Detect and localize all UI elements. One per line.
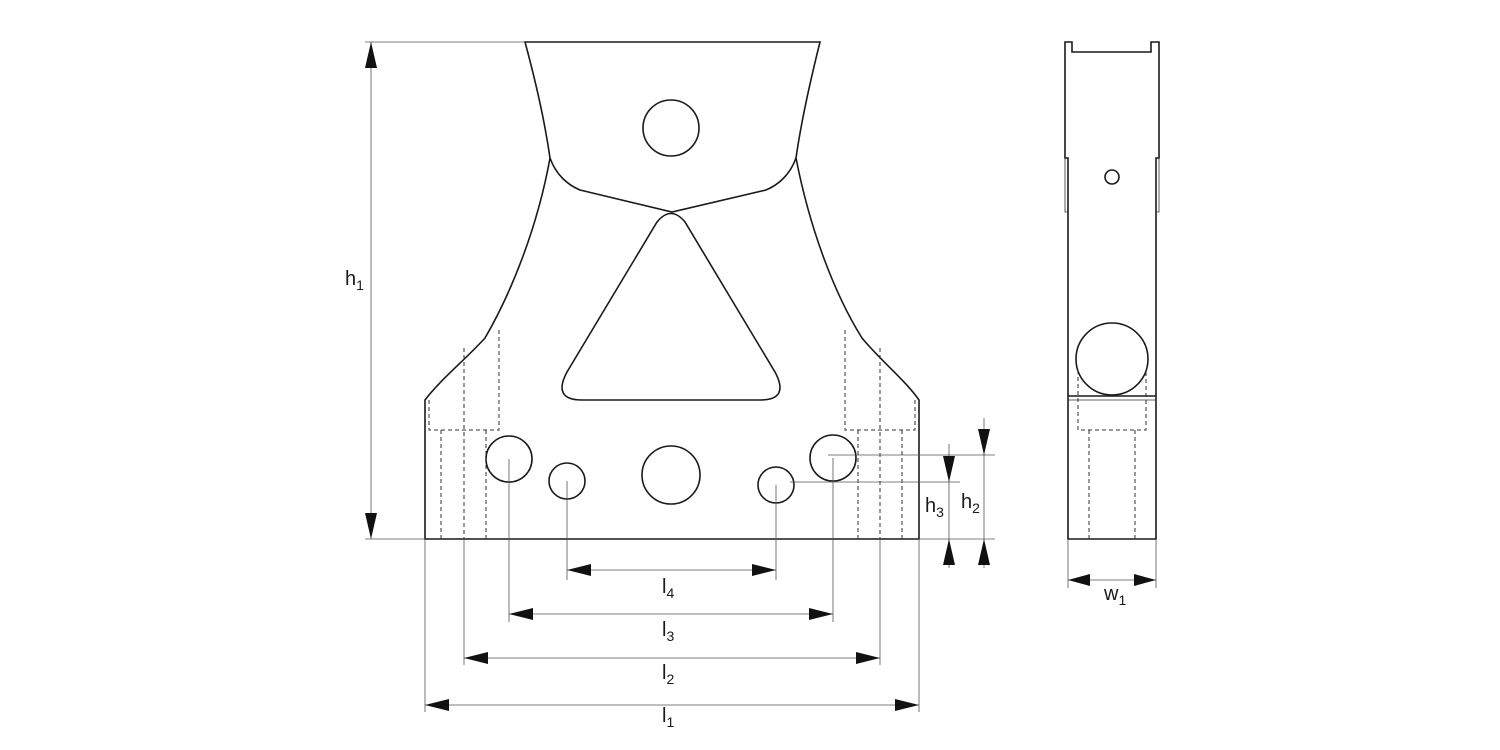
- top-mounting-hole: [642, 99, 700, 157]
- dimension-h3: [790, 444, 960, 568]
- label-l1: l1: [662, 705, 674, 730]
- side-view-flange-right: [1156, 158, 1160, 213]
- label-l4: l4: [662, 576, 674, 601]
- side-view-hidden-shank: [1088, 430, 1136, 539]
- dimension-l3: [508, 458, 834, 622]
- triangle-cutout: [561, 212, 781, 401]
- dimension-l4: [566, 481, 777, 580]
- dimension-h1: [365, 41, 525, 540]
- front-view-v-ridge: [549, 157, 797, 213]
- label-h1: h1: [345, 268, 364, 293]
- center-hole: [641, 445, 701, 505]
- dimension-l1: [424, 539, 920, 712]
- hidden-lines-left: [428, 330, 500, 539]
- side-view-small-hole: [1104, 169, 1120, 185]
- side-view-hidden-head: [1077, 370, 1147, 431]
- label-l3: l3: [662, 619, 674, 644]
- label-w1: w1: [1103, 583, 1126, 608]
- hidden-lines-right: [844, 330, 916, 539]
- side-view-outline: [1064, 41, 1160, 540]
- front-view: [424, 41, 920, 540]
- dimension-l2: [463, 539, 881, 665]
- label-h3: h3: [925, 495, 944, 520]
- side-view: [1064, 41, 1160, 540]
- label-l2: l2: [662, 662, 674, 687]
- side-view-round-bar: [1075, 322, 1149, 396]
- side-view-flange-left: [1064, 158, 1068, 213]
- front-view-outline: [424, 41, 920, 540]
- dimension-h2: [828, 418, 995, 568]
- dimension-w1: [1067, 539, 1157, 588]
- label-h2: h2: [961, 491, 980, 516]
